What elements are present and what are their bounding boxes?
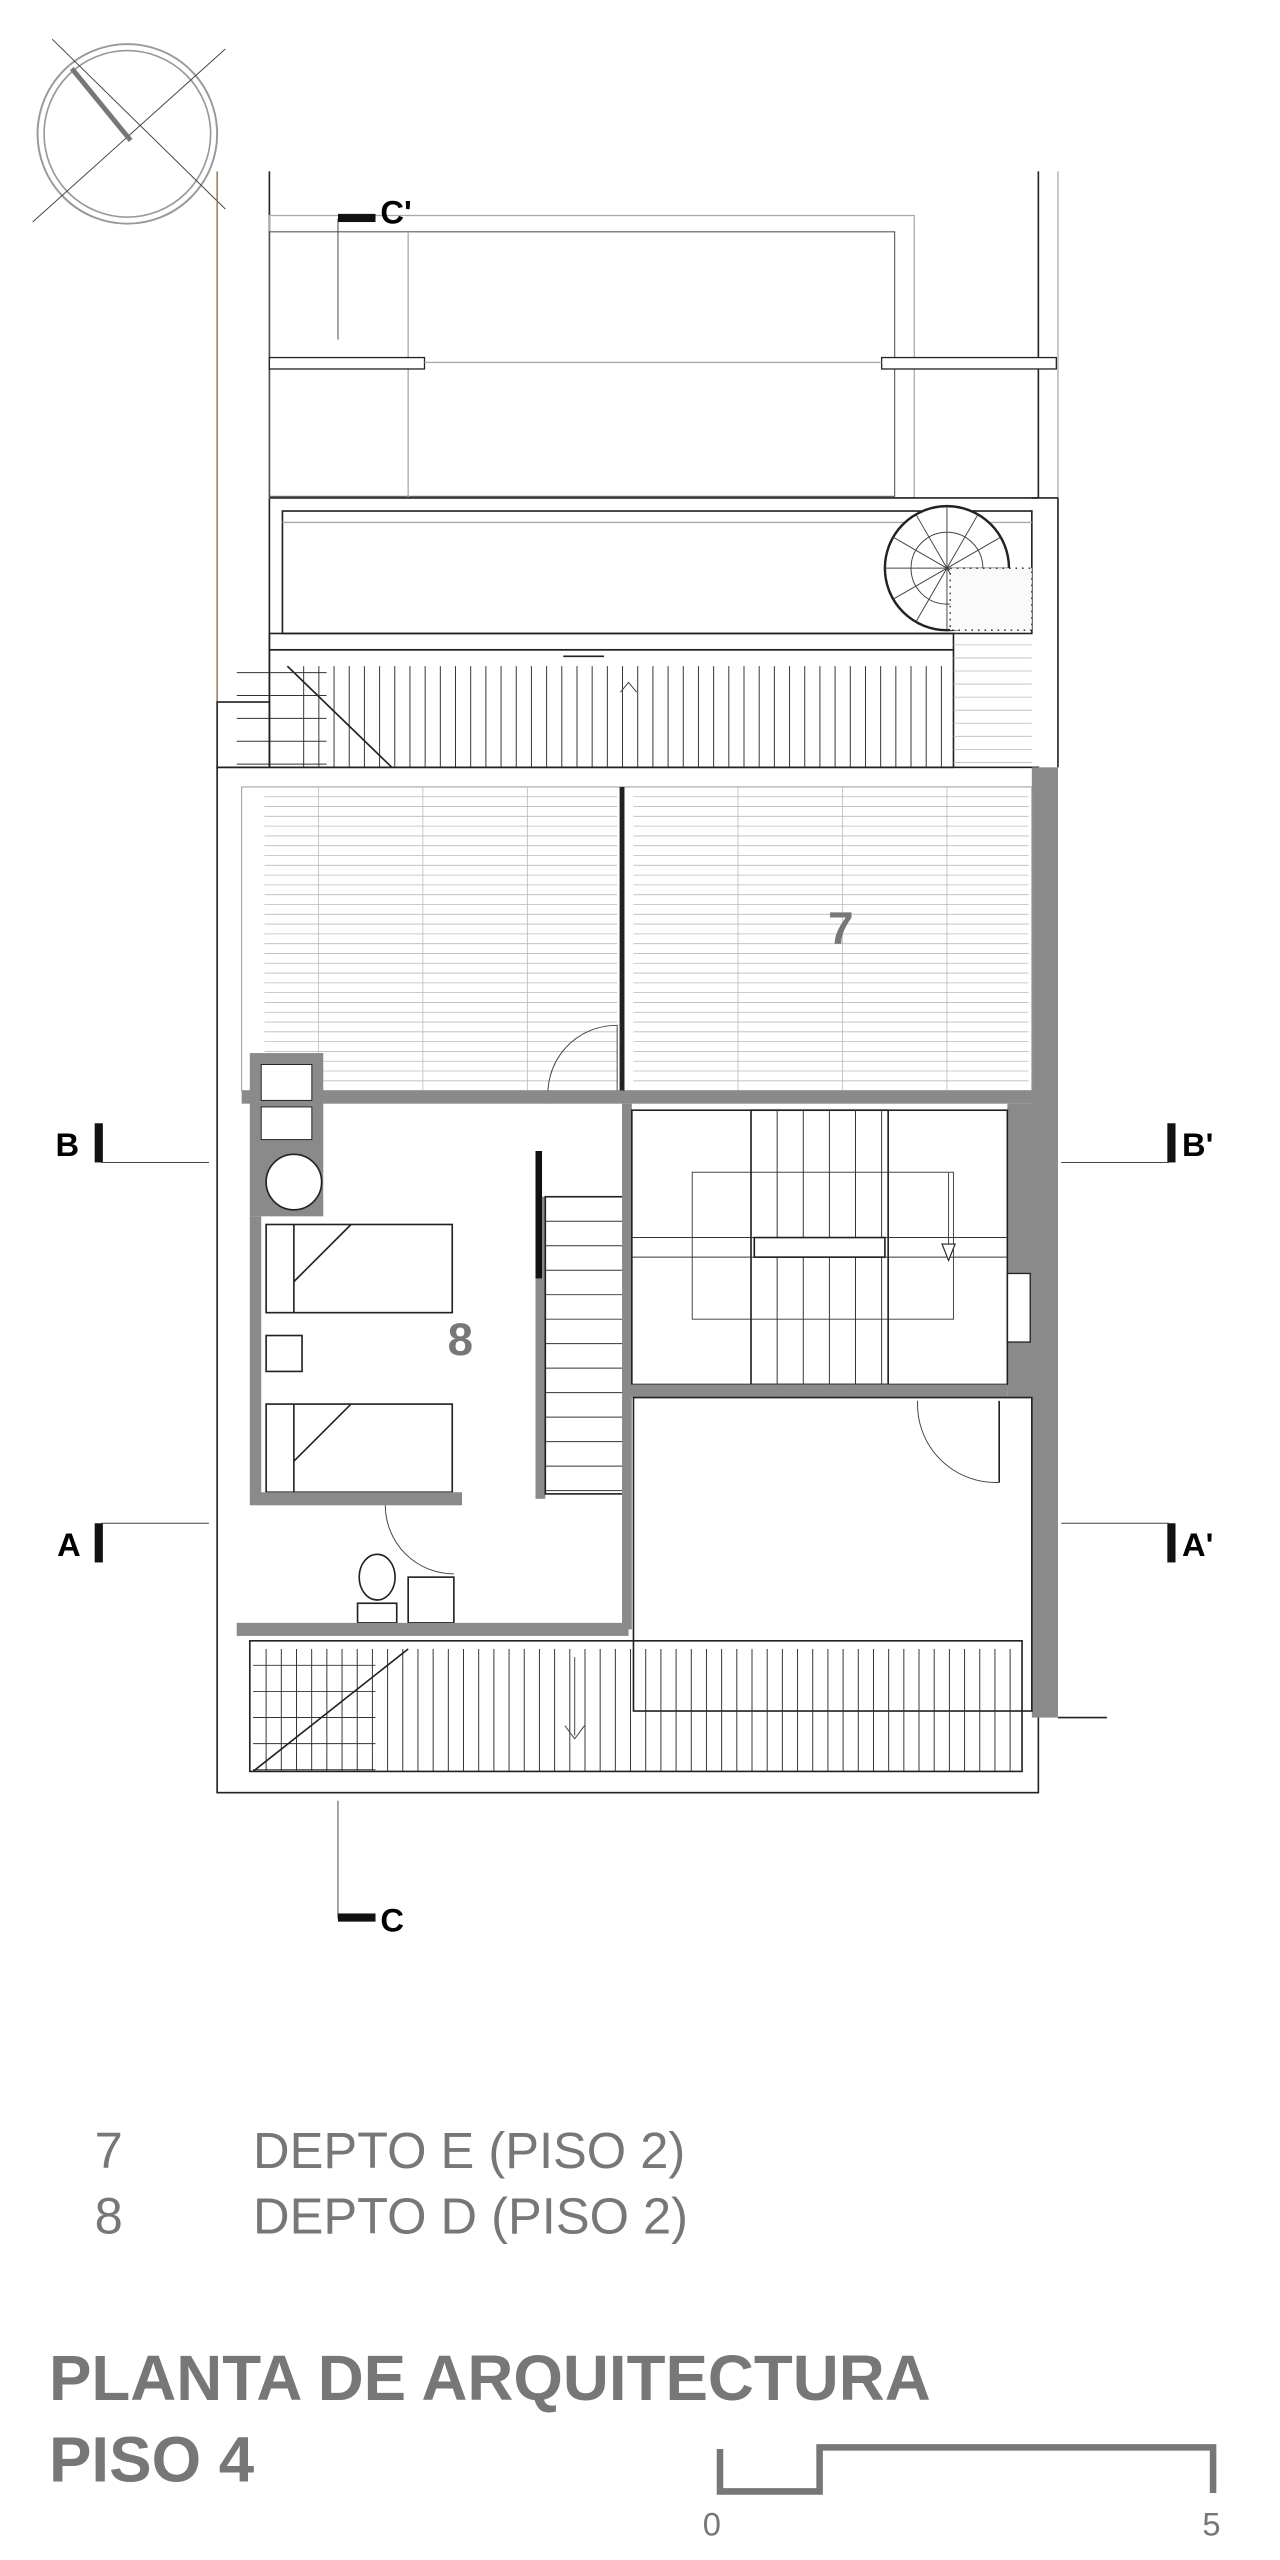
section-marker-c-prime: C': [337, 194, 412, 340]
drafting-line: [946, 536, 1001, 569]
sheet-subtitle: PISO 4: [49, 2425, 255, 2496]
legend-label: DEPTO E (PISO 2): [253, 2122, 685, 2179]
svg-text:A': A': [1182, 1526, 1213, 1563]
svg-text:C: C: [380, 1901, 404, 1938]
svg-text:0: 0: [703, 2506, 721, 2543]
legend: 7 DEPTO E (PISO 2) 8 DEPTO D (PISO 2): [95, 2122, 688, 2244]
stair-core: [628, 1109, 1009, 1483]
section-marker-c: C: [337, 1800, 404, 1938]
svg-text:C': C': [380, 194, 411, 231]
arrow-up-icon: [620, 681, 638, 693]
building-outline: [216, 766, 1107, 1794]
room-number-7: 7: [828, 903, 853, 954]
svg-text:B': B': [1182, 1126, 1213, 1163]
section-marker-a: A: [57, 1522, 209, 1563]
scale-bar: 0 5: [703, 2444, 1221, 2543]
section-marker-a-prime: A': [1061, 1522, 1213, 1563]
legend-label: DEPTO D (PISO 2): [253, 2187, 688, 2244]
lower-stair-band: [248, 1640, 1023, 1773]
room-8-area: [236, 1053, 632, 1636]
svg-text:5: 5: [1202, 2506, 1220, 2543]
sheet-title: PLANTA DE ARQUITECTURA: [49, 2343, 931, 2414]
drafting-line: [915, 514, 948, 569]
arrow-down-icon: [564, 1725, 585, 1740]
section-marker-b-prime: B': [1061, 1123, 1213, 1163]
room-number-8: 8: [448, 1314, 473, 1365]
legend-number: 7: [95, 2122, 123, 2179]
svg-text:A: A: [57, 1526, 81, 1563]
drafting-line: [946, 514, 979, 569]
room-7-area: [241, 786, 1037, 1104]
svg-text:B: B: [56, 1126, 80, 1163]
section-marker-b: B: [56, 1123, 209, 1163]
spiral-stair: [883, 504, 1033, 632]
compass-icon: [32, 38, 226, 225]
door-swing: [547, 1024, 618, 1104]
drafting-line: [915, 567, 948, 623]
lower-right-room: [632, 1396, 1033, 1712]
legend-number: 8: [95, 2187, 123, 2244]
drafting-line: [892, 536, 948, 569]
upper-stair-band: [216, 632, 1032, 769]
arrow-down-icon: [941, 1243, 956, 1262]
drafting-line: [892, 567, 948, 600]
